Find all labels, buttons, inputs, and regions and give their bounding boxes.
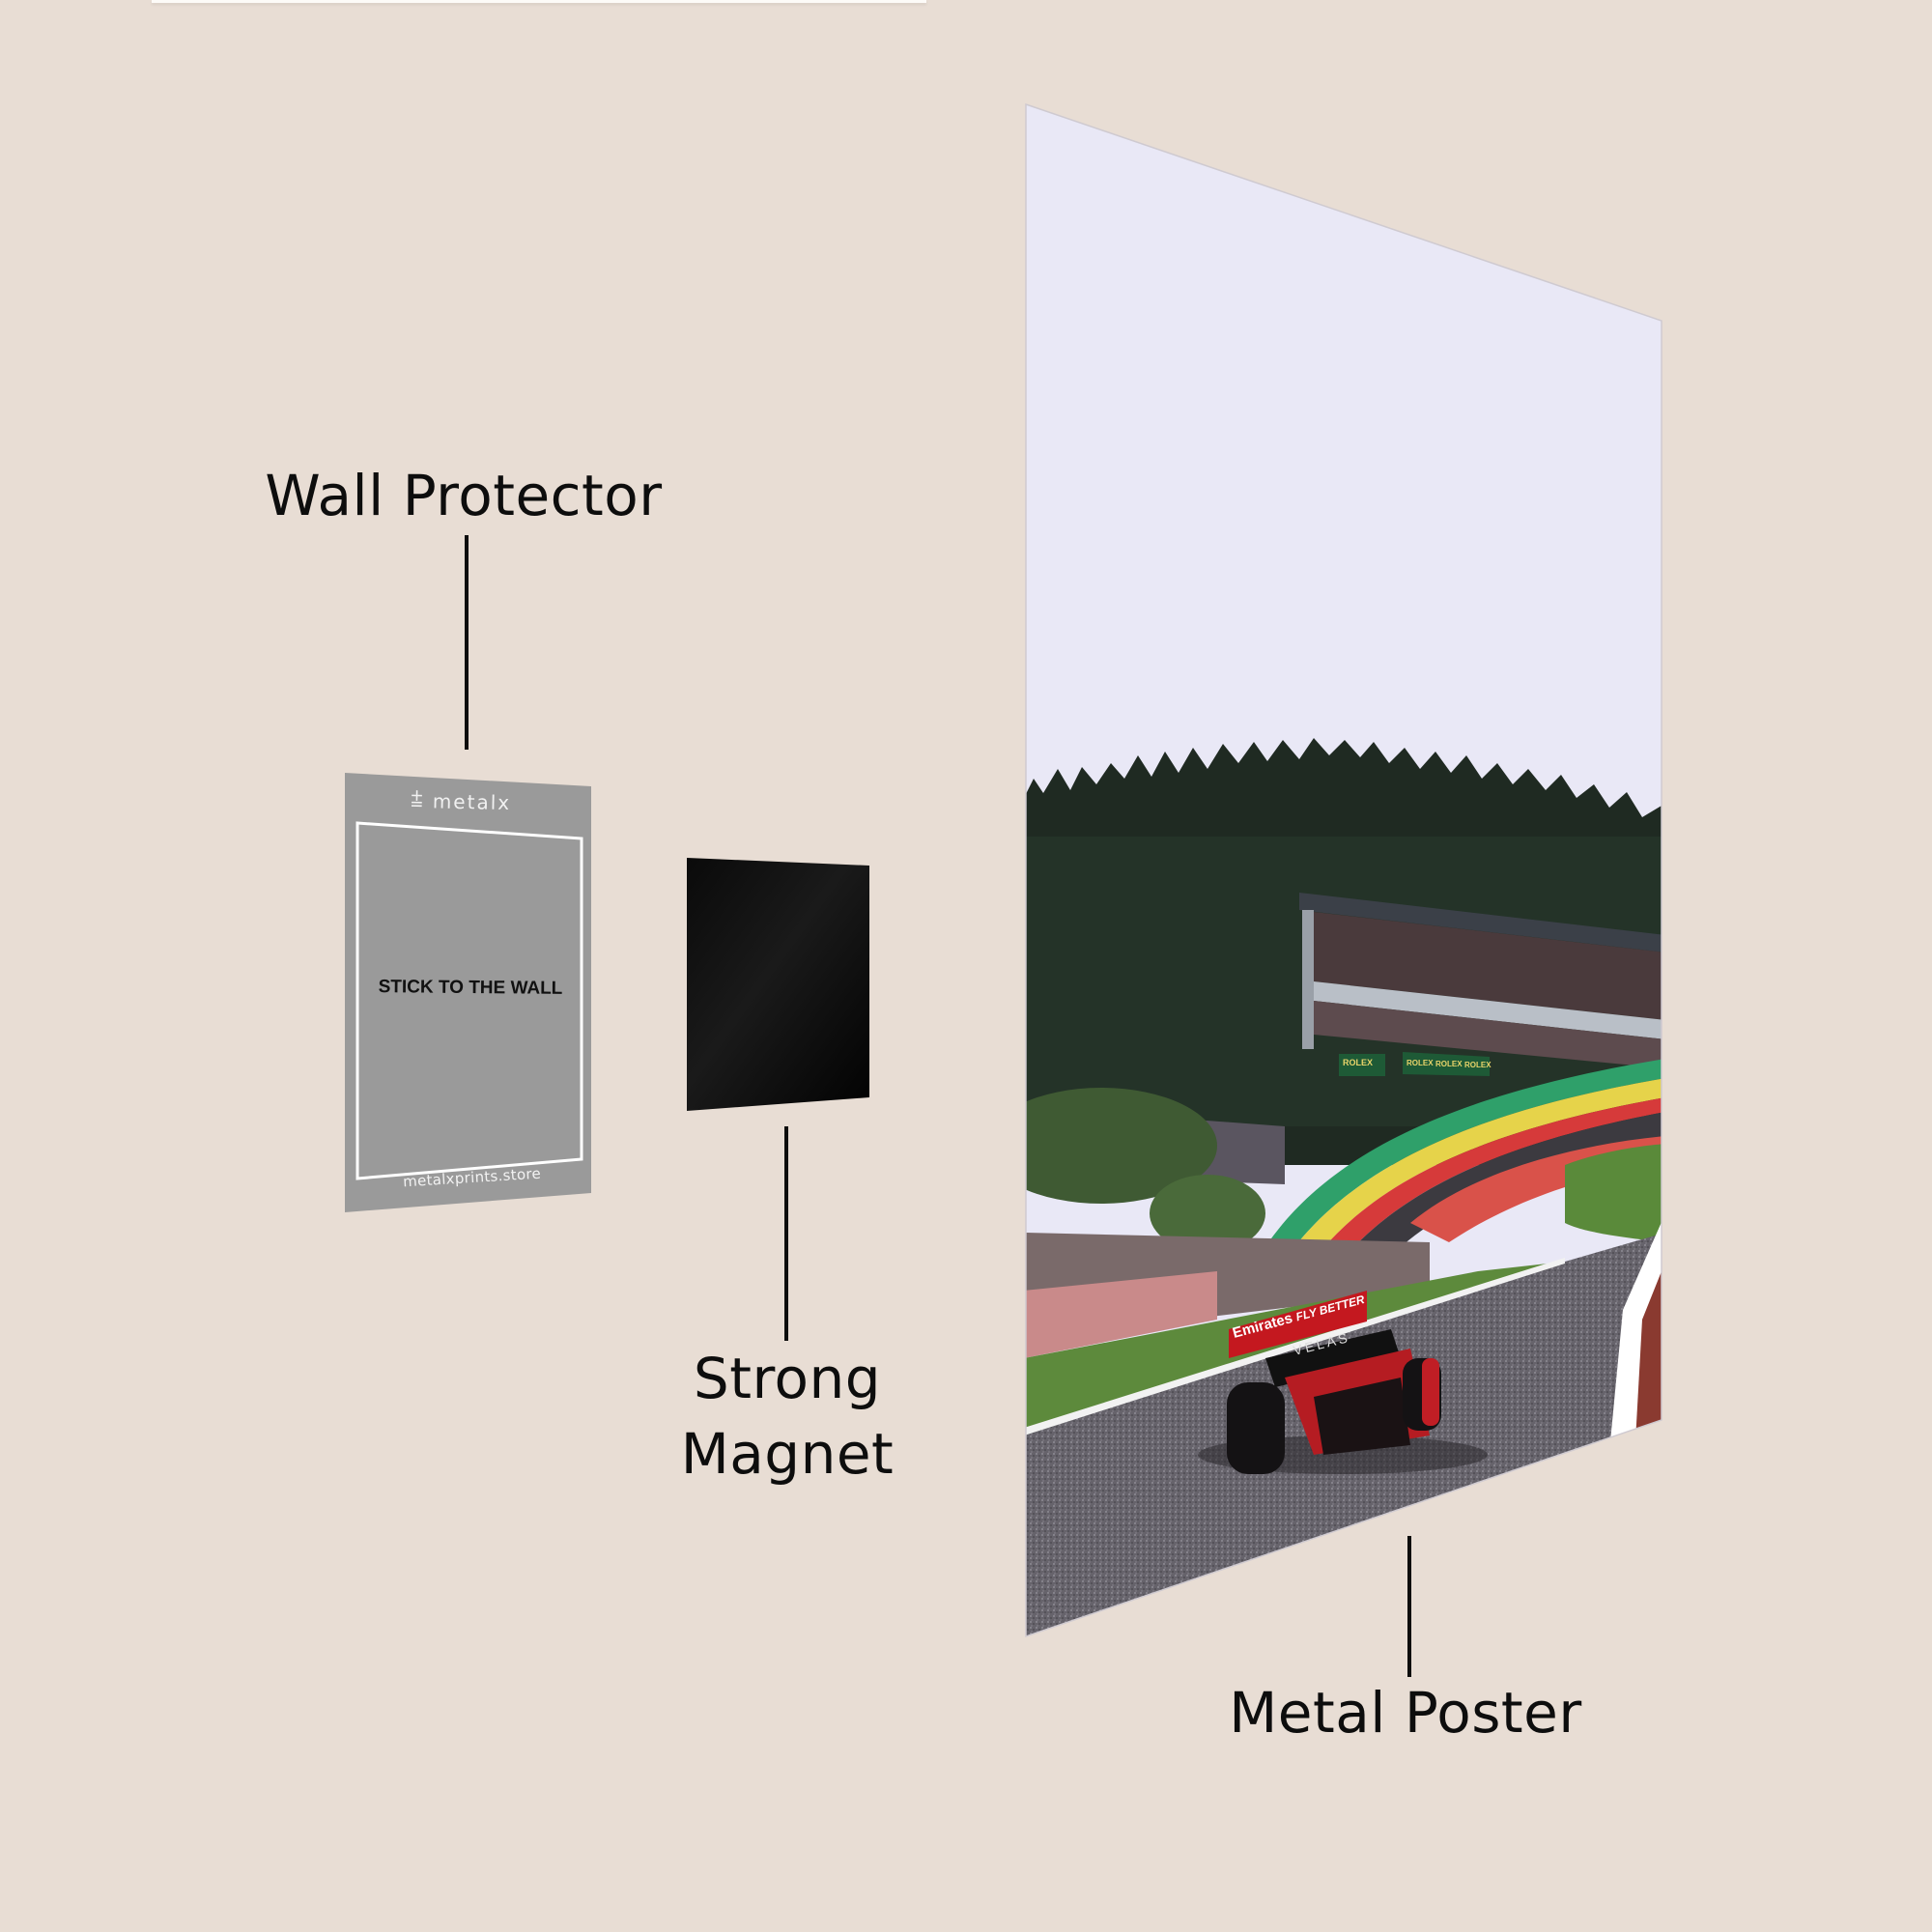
wall-protector-leader-line <box>465 535 469 750</box>
magnet-label: Strong Magnet <box>638 1341 937 1492</box>
rolex-sign-2: ROLEX <box>1406 1059 1434 1067</box>
strong-magnet <box>687 858 872 1111</box>
metal-poster: Emirates FLY BETTER VELAS ROLEX ROLEX RO… <box>1024 102 1665 1640</box>
magnet-shape <box>687 858 869 1111</box>
rolex-sign-4: ROLEX <box>1464 1061 1492 1069</box>
magnet-leader-line <box>784 1126 788 1341</box>
rolex-sign-1: ROLEX <box>1343 1058 1374 1067</box>
metal-poster-label: Metal Poster <box>1229 1680 1582 1746</box>
top-edge-strip <box>152 0 926 3</box>
metalx-logo-mark-icon: ⩲ <box>410 787 426 813</box>
metalx-logo: ⩲ metalx <box>411 788 512 814</box>
wall-protector-label: Wall Protector <box>265 463 663 528</box>
stick-to-wall-text: STICK TO THE WALL <box>378 977 563 999</box>
magnet-label-line2: Magnet <box>680 1421 895 1487</box>
race-car <box>1198 1329 1488 1474</box>
magnet-label-line1: Strong <box>693 1346 882 1411</box>
poster-leader-line <box>1407 1536 1411 1677</box>
rolex-sign-3: ROLEX <box>1435 1060 1463 1068</box>
wall-protector-card: ⩲ metalx STICK TO THE WALL metalxprints.… <box>345 773 591 1212</box>
metalx-brand-text: metalx <box>432 788 512 814</box>
wall-protector-shape <box>345 773 591 1212</box>
poster-artwork <box>1025 102 1662 1638</box>
